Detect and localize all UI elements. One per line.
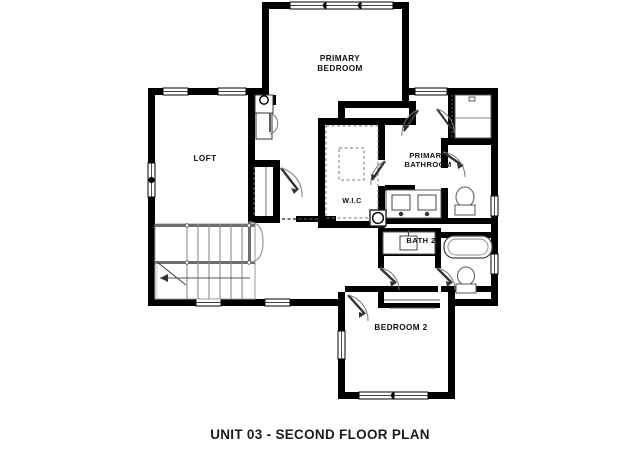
window-east-bath2 xyxy=(490,253,499,275)
windows xyxy=(147,1,499,400)
door-loft-closet xyxy=(269,112,279,135)
doors xyxy=(269,108,466,322)
room-label-bedroom2: BEDROOM 2 xyxy=(374,323,428,332)
window-bedroom2-bottom-1 xyxy=(358,391,398,400)
fixtures xyxy=(253,94,493,309)
door-bedroom2 xyxy=(347,294,369,322)
room-label-primary-bedroom: PRIMARY BEDROOM xyxy=(317,54,363,73)
window-bedroom2-left xyxy=(337,330,346,360)
bathtub xyxy=(443,235,493,259)
vanity-primary xyxy=(385,189,442,219)
window-east-primarybath xyxy=(490,195,499,217)
window-bedroom2-bottom-2 xyxy=(393,391,429,400)
room-label-bath2: BATH 2 xyxy=(406,236,436,245)
window-east-top xyxy=(414,87,448,96)
window-loft-top-1 xyxy=(162,87,189,96)
door-wic xyxy=(370,160,386,186)
window-loft-top-2 xyxy=(217,87,247,96)
loft-closet-shelf xyxy=(253,167,267,216)
window-primary-bedroom-3 xyxy=(360,1,394,10)
toilet-bath2 xyxy=(455,266,477,294)
door-primary-bath-toilet xyxy=(442,151,466,178)
sink-bath2 xyxy=(382,230,436,255)
wic-corner-fixture xyxy=(369,209,387,227)
window-loft-left xyxy=(147,162,156,198)
staircase xyxy=(154,221,264,300)
bedroom2-closet xyxy=(384,299,440,309)
window-loft-bottom-2 xyxy=(264,298,291,307)
linen-closet xyxy=(254,94,274,140)
room-label-loft: LOFT xyxy=(193,154,217,163)
shower-stall xyxy=(451,94,492,139)
door-bath2-right xyxy=(436,267,456,291)
door-bath2-left xyxy=(379,267,400,291)
room-label-wic: W.I.C xyxy=(342,196,362,205)
door-primary-bedroom xyxy=(401,109,419,137)
plan-title: UNIT 03 - SECOND FLOOR PLAN xyxy=(210,427,430,442)
window-primary-bedroom-1 xyxy=(289,1,330,10)
toilet-primary xyxy=(454,186,476,216)
door-shower xyxy=(436,108,455,134)
room-label-primary-bathroom: PRIMARY BATHROOM xyxy=(404,151,452,169)
door-loft-hall xyxy=(280,167,303,198)
window-primary-bedroom-2 xyxy=(325,1,365,10)
window-loft-bottom-1 xyxy=(195,298,222,307)
wic-shelving xyxy=(325,125,379,219)
